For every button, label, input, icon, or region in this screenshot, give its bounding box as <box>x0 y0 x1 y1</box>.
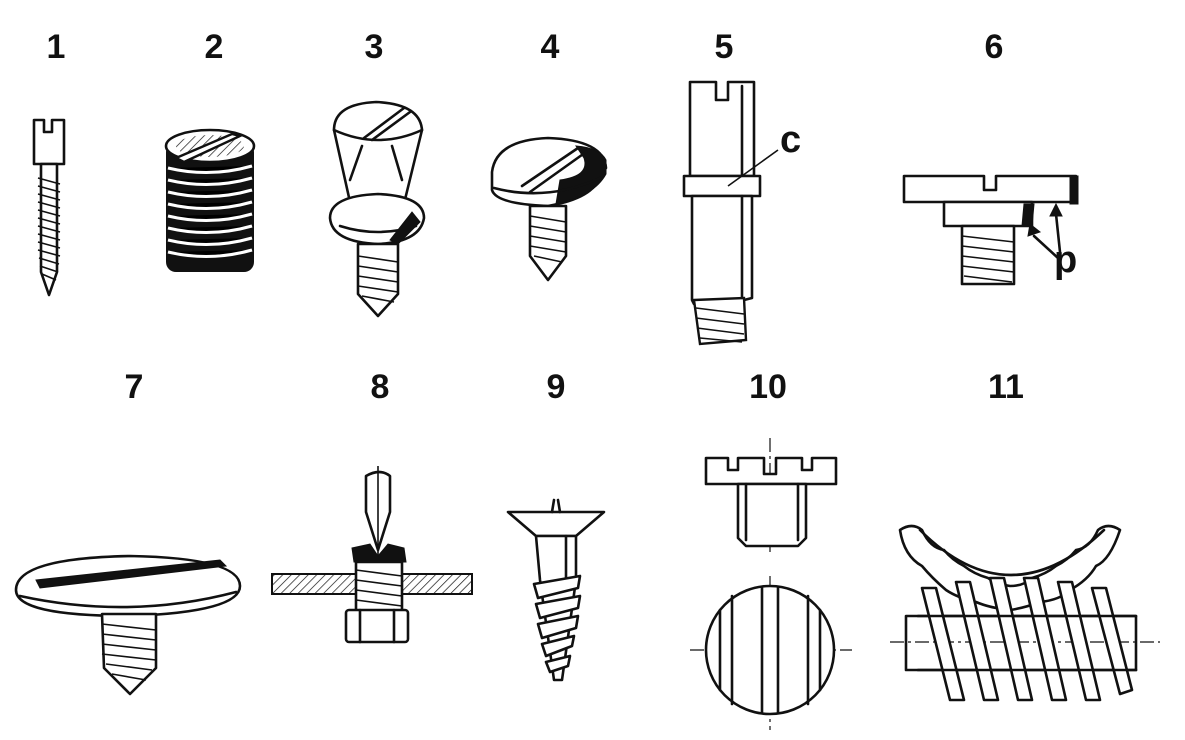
figure-10-number: 10 <box>749 368 787 406</box>
figure-1-number: 1 <box>47 28 66 66</box>
figure-10-screw-orthographic-views <box>690 438 852 730</box>
figure-4-number: 4 <box>541 28 560 66</box>
figure-9-number: 9 <box>547 368 566 406</box>
figure-11-number: 11 <box>988 368 1024 406</box>
figure-3-slotted-collar-screw <box>328 100 426 318</box>
figure-8-pin-through-plate <box>271 466 473 644</box>
pilot-callout-p: p <box>1054 239 1077 281</box>
figure-9-countersunk-wood-screw <box>506 498 606 682</box>
figure-7-number: 7 <box>125 368 144 406</box>
figure-8-number: 8 <box>371 368 390 406</box>
figure-4-slotted-mushroom-screw <box>490 136 608 282</box>
figure-3-number: 3 <box>365 28 384 66</box>
figure-2-slotted-grub-screw <box>164 128 256 272</box>
figure-5-shouldered-screw-with-collar: c <box>682 80 801 346</box>
figure-11-worm-and-wheel <box>890 524 1160 702</box>
figure-1-slotted-self-tapping-screw <box>32 118 66 297</box>
figure-5-number: 5 <box>715 28 734 66</box>
figure-6-screw-with-pilot-shoulder: p <box>902 174 1079 286</box>
collar-callout-c: c <box>780 119 801 161</box>
figure-2-number: 2 <box>205 28 224 66</box>
figure-7-wide-flat-head-screw <box>14 554 242 696</box>
figure-6-number: 6 <box>985 28 1004 66</box>
